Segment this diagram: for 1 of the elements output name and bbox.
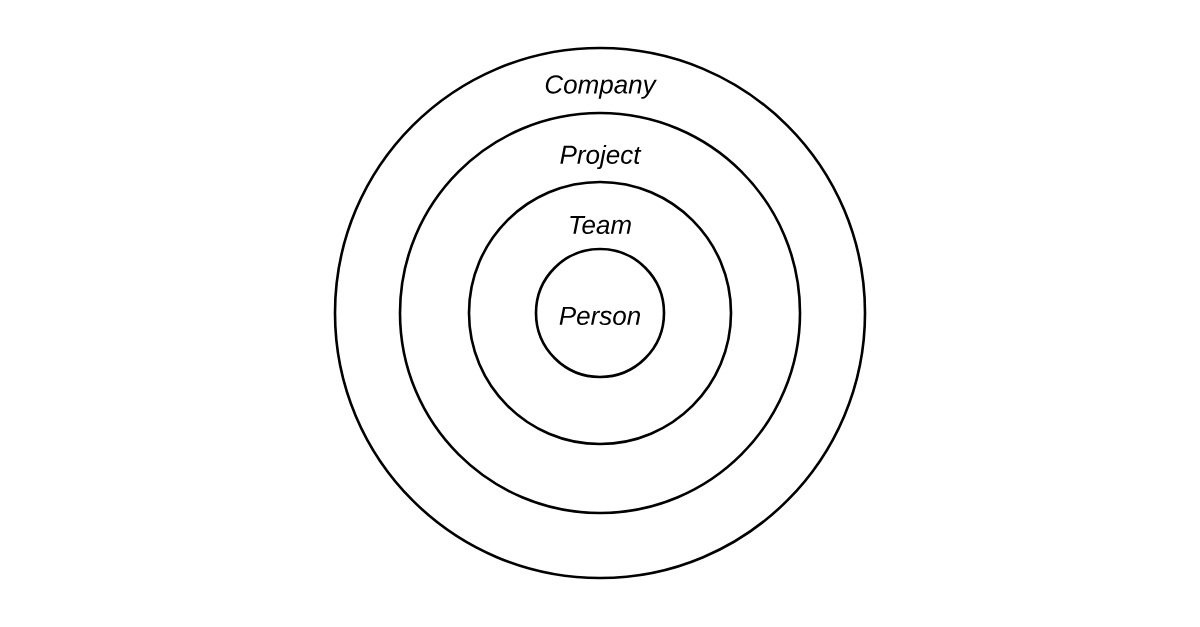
ring: Person [534,247,666,379]
